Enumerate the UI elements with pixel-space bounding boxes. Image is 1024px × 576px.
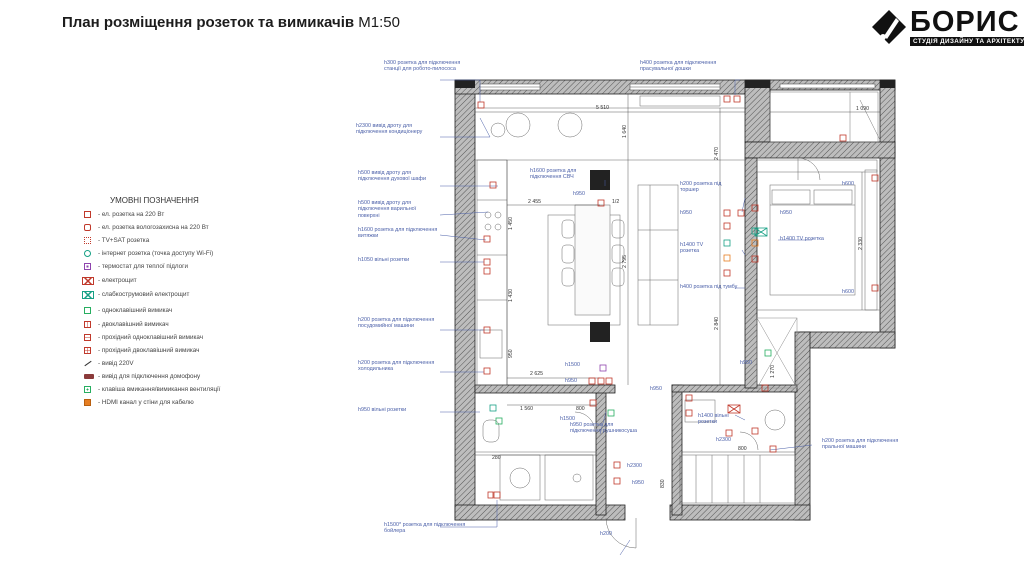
callout-towel-dryer: h950 розетка для підключення рушникосуша bbox=[570, 422, 638, 435]
callout-free-sockets-1400: h1400 вільні розетки bbox=[698, 413, 729, 426]
height-label: h950 bbox=[680, 210, 692, 216]
dimension-label: 5 510 bbox=[596, 105, 609, 111]
height-label: h200 bbox=[600, 531, 612, 537]
logo-mark-icon bbox=[872, 10, 906, 44]
dimension-label: 950 bbox=[508, 349, 514, 358]
low-voltage-panel-icon bbox=[754, 227, 768, 237]
height-label: h600 bbox=[842, 289, 854, 295]
height-label: h950 bbox=[565, 378, 577, 384]
callout-hob: h500 вивід дроту для підключення варильн… bbox=[358, 200, 417, 219]
height-label: h950 bbox=[650, 386, 662, 392]
height-label: h1500 bbox=[560, 416, 575, 422]
ventilation-switch-icon bbox=[84, 386, 91, 393]
dimension-label: 2 330 bbox=[858, 237, 864, 250]
tv-socket-icon bbox=[84, 237, 91, 244]
waterproof-socket-icon bbox=[84, 224, 91, 231]
single-switch-icon bbox=[84, 307, 91, 314]
dimension-label: 2 455 bbox=[528, 199, 541, 205]
dimension-label: 280 bbox=[492, 455, 501, 461]
internet-socket-icon bbox=[84, 250, 91, 257]
dimension-label: 1 640 bbox=[622, 125, 628, 138]
height-label: h2300 bbox=[716, 437, 731, 443]
height-label: h950 bbox=[740, 360, 752, 366]
balcony bbox=[769, 91, 881, 143]
dimension-label: 2 795 bbox=[622, 255, 628, 268]
walls bbox=[454, 79, 896, 521]
dimension-label: 2 470 bbox=[714, 147, 720, 160]
dimension-label: 830 bbox=[660, 479, 666, 488]
dimension-label: 1 430 bbox=[508, 289, 514, 302]
height-label: h1500 bbox=[565, 362, 580, 368]
double-switch-icon bbox=[84, 321, 91, 328]
thermostat-icon bbox=[84, 263, 91, 270]
windows bbox=[479, 83, 876, 91]
electrical-panel-icon bbox=[82, 277, 94, 285]
company-logo: БОРИС СТУДІЯ ДИЗАЙНУ ТА АРХІТЕКТУРИ bbox=[870, 6, 1024, 50]
callout-robot-vacuum: h300 розетка для підключення станції для… bbox=[384, 60, 461, 73]
height-label: h2300 bbox=[627, 463, 642, 469]
pass-switch-icon bbox=[84, 334, 91, 341]
dimension-lines bbox=[475, 94, 880, 505]
dimension-label: 1 270 bbox=[770, 365, 776, 378]
callout-bedroom-tv: h1400 TV розетка bbox=[780, 236, 824, 242]
bedroom bbox=[756, 157, 880, 311]
dimension-label: 800 bbox=[576, 406, 585, 412]
callout-floor-lamp: h200 розетка під торшер bbox=[680, 181, 722, 194]
callout-microwave: h1600 розетка для підключення СВЧ bbox=[530, 168, 577, 181]
callout-air-conditioner: h2300 вивід дроту для підключення кондиц… bbox=[356, 123, 423, 136]
callout-free-sockets-950: h950 вільні розетки bbox=[358, 407, 407, 413]
legend-title: УМОВНІ ПОЗНАЧЕННЯ bbox=[110, 196, 199, 205]
callout-fridge: h200 розетка для підключення холодильник… bbox=[358, 360, 435, 373]
callout-ironing-board: h400 розетка для підключення прасувально… bbox=[640, 60, 717, 73]
callout-oven: h500 вивід дроту для підключення духової… bbox=[358, 170, 426, 183]
logo-tagline: СТУДІЯ ДИЗАЙНУ ТА АРХІТЕКТУРИ bbox=[910, 37, 1024, 46]
page-title: План розміщення розеток та вимикачів М1:… bbox=[62, 14, 400, 31]
callout-hood: h1600 розетка для підключення витяжки bbox=[358, 227, 438, 240]
height-label: h950 bbox=[573, 191, 585, 197]
callout-nightstand: h400 розетка під тумбу bbox=[680, 284, 738, 290]
pass-double-switch-icon bbox=[84, 347, 91, 354]
callout-washing-machine: h200 розетка для підключення пральної ма… bbox=[822, 438, 899, 451]
dimension-label: 800 bbox=[738, 446, 747, 452]
height-label: h600 bbox=[842, 181, 854, 187]
bathroom-right bbox=[605, 399, 796, 549]
callout-dishwasher: h200 розетка для підключення посудомийно… bbox=[358, 317, 435, 330]
wall-posts bbox=[455, 80, 895, 88]
dimension-label: 1 560 bbox=[520, 406, 533, 412]
leader-lines bbox=[439, 79, 813, 556]
height-label: h950 bbox=[632, 480, 644, 486]
dimension-label: 2 840 bbox=[714, 317, 720, 330]
callout-free-sockets-1050: h1050 вільні розетки bbox=[358, 257, 410, 263]
hdmi-icon bbox=[84, 399, 91, 406]
logo-name: БОРИС bbox=[910, 6, 1020, 38]
dimension-label: 1 090 bbox=[856, 106, 869, 112]
dimension-label: 1/2 bbox=[612, 199, 620, 205]
corridor-closet bbox=[756, 317, 798, 389]
low-voltage-panel-icon bbox=[82, 291, 94, 299]
callout-boiler: h1500* розетка для підключення бойлера bbox=[384, 522, 466, 535]
intercom-icon bbox=[84, 374, 94, 379]
socket-icon bbox=[84, 211, 91, 218]
height-label: h950 bbox=[780, 210, 792, 216]
drawing-scale: М1:50 bbox=[358, 14, 400, 31]
callout-tv-socket: h1400 TV розетка bbox=[680, 242, 704, 255]
dimension-label: 2 625 bbox=[530, 371, 543, 377]
electrical-panel-icon bbox=[727, 404, 741, 414]
dimension-label: 1 450 bbox=[508, 217, 514, 230]
